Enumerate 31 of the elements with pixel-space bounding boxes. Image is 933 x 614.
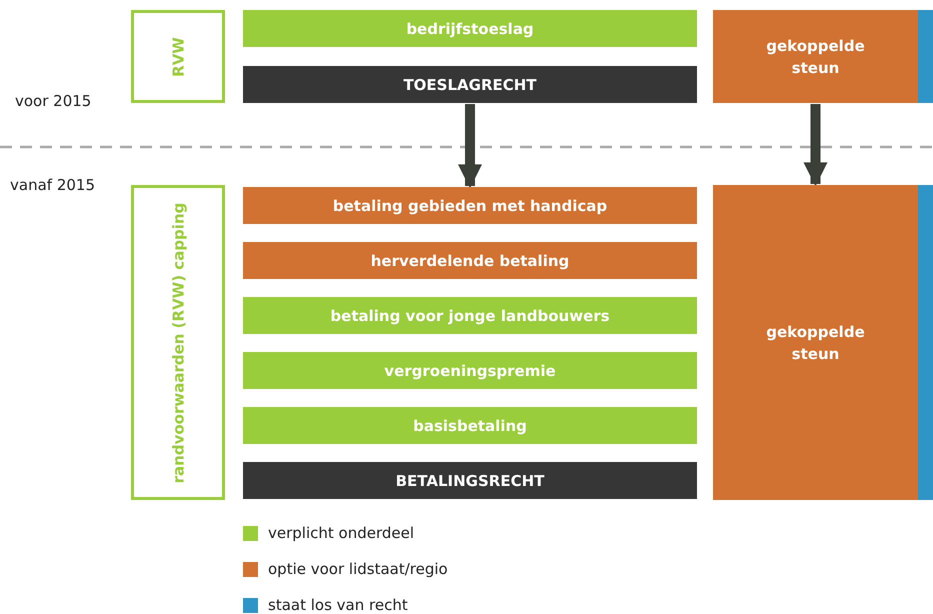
payment-bar [713,10,933,103]
legend-text: staat los van recht [268,596,408,614]
bar-label: vergroeningspremie [384,362,556,380]
bar-label: herverdelende betaling [370,252,570,270]
bar-label: betaling voor jonge landbouwers [330,306,610,324]
payment-bar [243,352,697,389]
bar-label: TOESLAGRECHT [403,76,537,94]
bar-label: gekoppelde steun [765,322,866,364]
payment-bar [243,187,697,224]
rotated-label: randvoorwaarden (RVW) capping [168,201,188,485]
payment-bar [243,66,697,103]
payment-bar [243,10,697,47]
bar-label: BETALINGSRECHT [396,472,544,490]
outline-box [131,185,225,500]
bar-label: gekoppelde steun [765,36,866,78]
bar-label: betaling gebieden met handicap [332,196,608,214]
rotated-label: RVW [168,36,188,78]
payment-bar [713,185,933,500]
payment-bar [243,242,697,279]
outline-box [131,10,225,103]
bar-label: basisbetaling [413,416,527,434]
period-label: vanaf 2015 [10,176,95,194]
arrow [804,104,828,186]
legend-text: optie voor lidstaat/regio [268,560,448,578]
payment-bar [243,462,697,499]
payment-bar [243,297,697,334]
legend-text: verplicht onderdeel [268,524,414,542]
bar-label: bedrijfstoeslag [406,20,534,38]
period-label: voor 2015 [15,92,92,110]
payment-bar [243,407,697,444]
arrow [458,104,482,188]
